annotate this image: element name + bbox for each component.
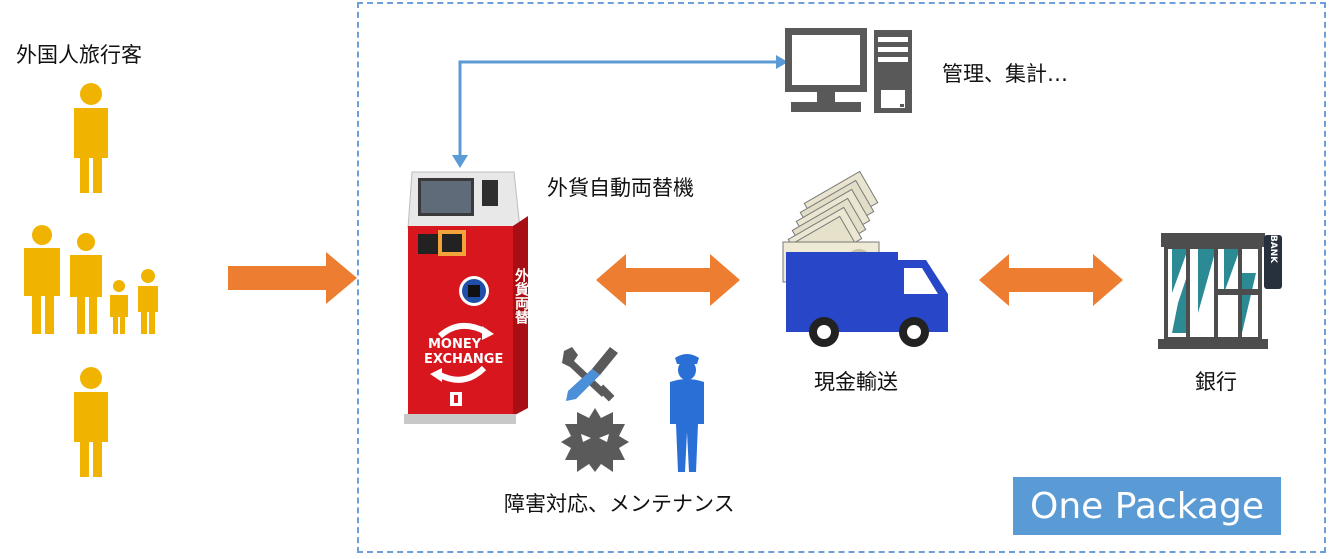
connector-arrow xyxy=(452,55,788,168)
machine-brand-line2: EXCHANGE xyxy=(424,352,503,367)
staff-icon xyxy=(670,354,704,472)
atm-machine-icon: MONEY EXCHANGE 外貨両替 xyxy=(404,171,530,424)
person-icon xyxy=(74,367,108,477)
machine-brand-line1: MONEY xyxy=(428,337,482,352)
flow-double-arrow xyxy=(979,254,1123,306)
person-icon xyxy=(74,83,108,193)
machine-label: 外貨自動両替機 xyxy=(547,176,694,200)
bank-sign-text: BANK xyxy=(1268,235,1278,264)
one-package-badge: One Package xyxy=(1013,477,1281,535)
cash-transport-label: 現金輸送 xyxy=(814,370,898,394)
machine-side-text: 外貨両替 xyxy=(513,267,530,325)
travelers-label: 外国人旅行客 xyxy=(16,43,142,67)
maintenance-label: 障害対応、メンテナンス xyxy=(504,492,735,516)
tools-icon xyxy=(562,347,618,402)
virus-icon xyxy=(561,408,629,472)
flow-double-arrow xyxy=(596,254,740,306)
family-icon xyxy=(24,225,158,334)
computer-icon xyxy=(785,28,912,113)
management-label: 管理、集計… xyxy=(942,62,1068,86)
bank-label: 銀行 xyxy=(1195,370,1237,394)
one-package-boundary xyxy=(357,2,1326,553)
flow-arrow-right xyxy=(228,252,357,304)
truck-icon xyxy=(786,252,948,347)
bank-icon: BANK xyxy=(1158,233,1282,349)
